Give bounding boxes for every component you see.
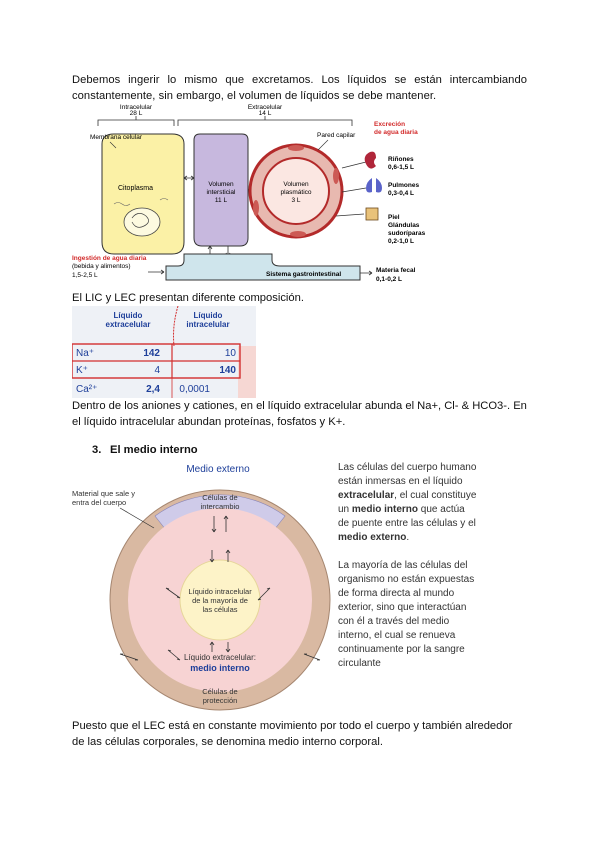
side1-line3: extracelular, el cual constituye bbox=[338, 490, 477, 501]
lec-label-1: Líquido extracelular: bbox=[184, 653, 256, 662]
medio-interno-figure: Medio externo Material que sale y entra … bbox=[72, 462, 477, 711]
side1-line4: un medio interno que actúa bbox=[338, 504, 465, 515]
excrecion-label-1: Excreción bbox=[374, 121, 405, 128]
exchange-label-2: intercambio bbox=[201, 502, 240, 511]
side1-line6: medio externo. bbox=[338, 532, 409, 543]
col-lec-header-2: extracelular bbox=[106, 320, 151, 329]
gastro-label: Sistema gastrointestinal bbox=[266, 271, 341, 278]
rinones-label-2: 0,6-1,5 L bbox=[388, 164, 414, 171]
side1-line2: están inmersas en el líquido bbox=[338, 476, 463, 487]
side1-line1: Las células del cuerpo humano bbox=[338, 462, 477, 473]
ion-composition-table: Líquido extracelular Líquido intracelula… bbox=[72, 306, 256, 398]
k-lec: 4 bbox=[154, 365, 160, 376]
skin-icon bbox=[365, 207, 379, 221]
fecal-label-1: Materia fecal bbox=[376, 267, 416, 274]
side2-line1: La mayoría de las células del bbox=[338, 560, 468, 571]
extracelular-label: Extracelular bbox=[248, 104, 283, 111]
fluid-compartments-figure: Intracelular 28 L Extracelular 14 L Memb… bbox=[72, 104, 426, 283]
material-label-2: entra del cuerpo bbox=[72, 498, 126, 507]
pared-label: Pared capilar bbox=[317, 132, 356, 139]
side2-line7: continuamente por la sangre bbox=[338, 644, 465, 655]
plasma-label-2: plasmático bbox=[280, 189, 311, 196]
material-label-1: Material que sale y bbox=[72, 489, 135, 498]
paragraph-intake-excretion: Debemos ingerir lo mismo que excretamos.… bbox=[72, 74, 527, 102]
pulmones-label-2: 0,3-0,4 L bbox=[388, 190, 414, 197]
membrana-label: Membrana celular bbox=[90, 134, 143, 141]
ion-na: Na⁺ bbox=[76, 348, 94, 359]
side2-line3: de forma directa al mundo bbox=[338, 588, 455, 599]
plasma-label-3: 3 L bbox=[291, 197, 300, 204]
excrecion-label-2: de agua diaria bbox=[374, 129, 418, 136]
k-lic: 140 bbox=[219, 365, 236, 376]
ion-ca: Ca²⁺ bbox=[76, 384, 97, 395]
intracelular-bracket bbox=[97, 116, 175, 126]
interstitial-label-2: intersticial bbox=[207, 189, 236, 196]
side2-line2: organismo no están expuestas bbox=[338, 574, 474, 585]
side2-line5: con él a través del medio bbox=[338, 616, 450, 627]
paragraph-composition: El LIC y LEC presentan diferente composi… bbox=[72, 292, 304, 304]
interstitial-label-1: Volumen bbox=[208, 181, 234, 188]
medio-externo-label: Medio externo bbox=[186, 464, 250, 475]
lic-label-3: las células bbox=[202, 605, 237, 614]
interstitial-label-3: 11 L bbox=[215, 197, 228, 204]
intracelular-label: Intracelular bbox=[120, 104, 153, 111]
protection-label-1: Células de bbox=[202, 687, 237, 696]
kidney-icon bbox=[364, 151, 376, 169]
piel-label-2: Glándulas bbox=[388, 222, 420, 229]
fecal-label-2: 0,1-0,2 L bbox=[376, 276, 402, 283]
table-row: Na⁺ 142 10 bbox=[76, 348, 236, 359]
lic-label-1: Líquido intracelular bbox=[188, 587, 252, 596]
table-row: Ca²⁺ 2,4 0,0001 bbox=[76, 384, 210, 395]
pulmones-label-1: Pulmones bbox=[388, 182, 419, 189]
nucleus bbox=[123, 207, 161, 237]
side2-line4: exterior, sino que interactúan bbox=[338, 602, 466, 613]
interstitial-volume-shape bbox=[193, 133, 249, 247]
intracelular-volume: 28 L bbox=[130, 110, 143, 117]
na-lic: 10 bbox=[225, 348, 237, 359]
paragraph-ions: Dentro de los aniones y cationes, en el … bbox=[72, 400, 527, 428]
col-lic-header-2: intracelular bbox=[186, 320, 229, 329]
na-lec: 142 bbox=[143, 348, 160, 359]
cell-shape bbox=[101, 133, 185, 255]
side2-line6: interno, el cual se renueva bbox=[338, 630, 456, 641]
paragraph-medio-interno: Puesto que el LEC está en constante movi… bbox=[72, 720, 513, 748]
lungs-icon bbox=[366, 178, 382, 193]
ingestion-label-2: (bebida y alimentos) bbox=[72, 263, 131, 270]
section-title: El medio interno bbox=[110, 444, 198, 456]
side2-line8: circulante bbox=[338, 658, 381, 669]
gastrointestinal-tube bbox=[165, 253, 361, 281]
ca-lec: 2,4 bbox=[146, 384, 160, 395]
section-number: 3. bbox=[92, 444, 102, 456]
intracellular-fluid bbox=[179, 559, 261, 641]
table-row: K⁺ 4 140 bbox=[76, 365, 236, 376]
protection-label-2: protección bbox=[203, 696, 238, 705]
ca-lic: 0,0001 bbox=[179, 384, 210, 395]
piel-label-4: 0,2-1,0 L bbox=[388, 238, 414, 245]
exchange-arrows bbox=[119, 515, 321, 661]
piel-label-3: sudoríparas bbox=[388, 230, 426, 237]
ion-k: K⁺ bbox=[76, 365, 88, 376]
col-lic-header-1: Líquido bbox=[194, 311, 223, 320]
piel-label-1: Piel bbox=[388, 214, 400, 221]
plasma-label-1: Volumen bbox=[283, 181, 309, 188]
col-lec-header-1: Líquido bbox=[114, 311, 143, 320]
ingestion-label-3: 1,5-2,5 L bbox=[72, 272, 98, 279]
side1-line5: de puente entre las células y el bbox=[338, 518, 476, 529]
section-heading: 3. El medio interno bbox=[92, 444, 198, 456]
citoplasma-label: Citoplasma bbox=[118, 185, 153, 192]
extracelular-volume: 14 L bbox=[259, 110, 272, 117]
rinones-label-1: Riñones bbox=[388, 156, 414, 163]
exchange-label-1: Células de bbox=[202, 493, 237, 502]
ingestion-label-1: Ingestión de agua diaria bbox=[72, 255, 147, 262]
extracelular-bracket bbox=[177, 116, 353, 126]
lec-label-2: medio interno bbox=[190, 663, 250, 673]
lic-label-2: de la mayoría de bbox=[192, 596, 248, 605]
